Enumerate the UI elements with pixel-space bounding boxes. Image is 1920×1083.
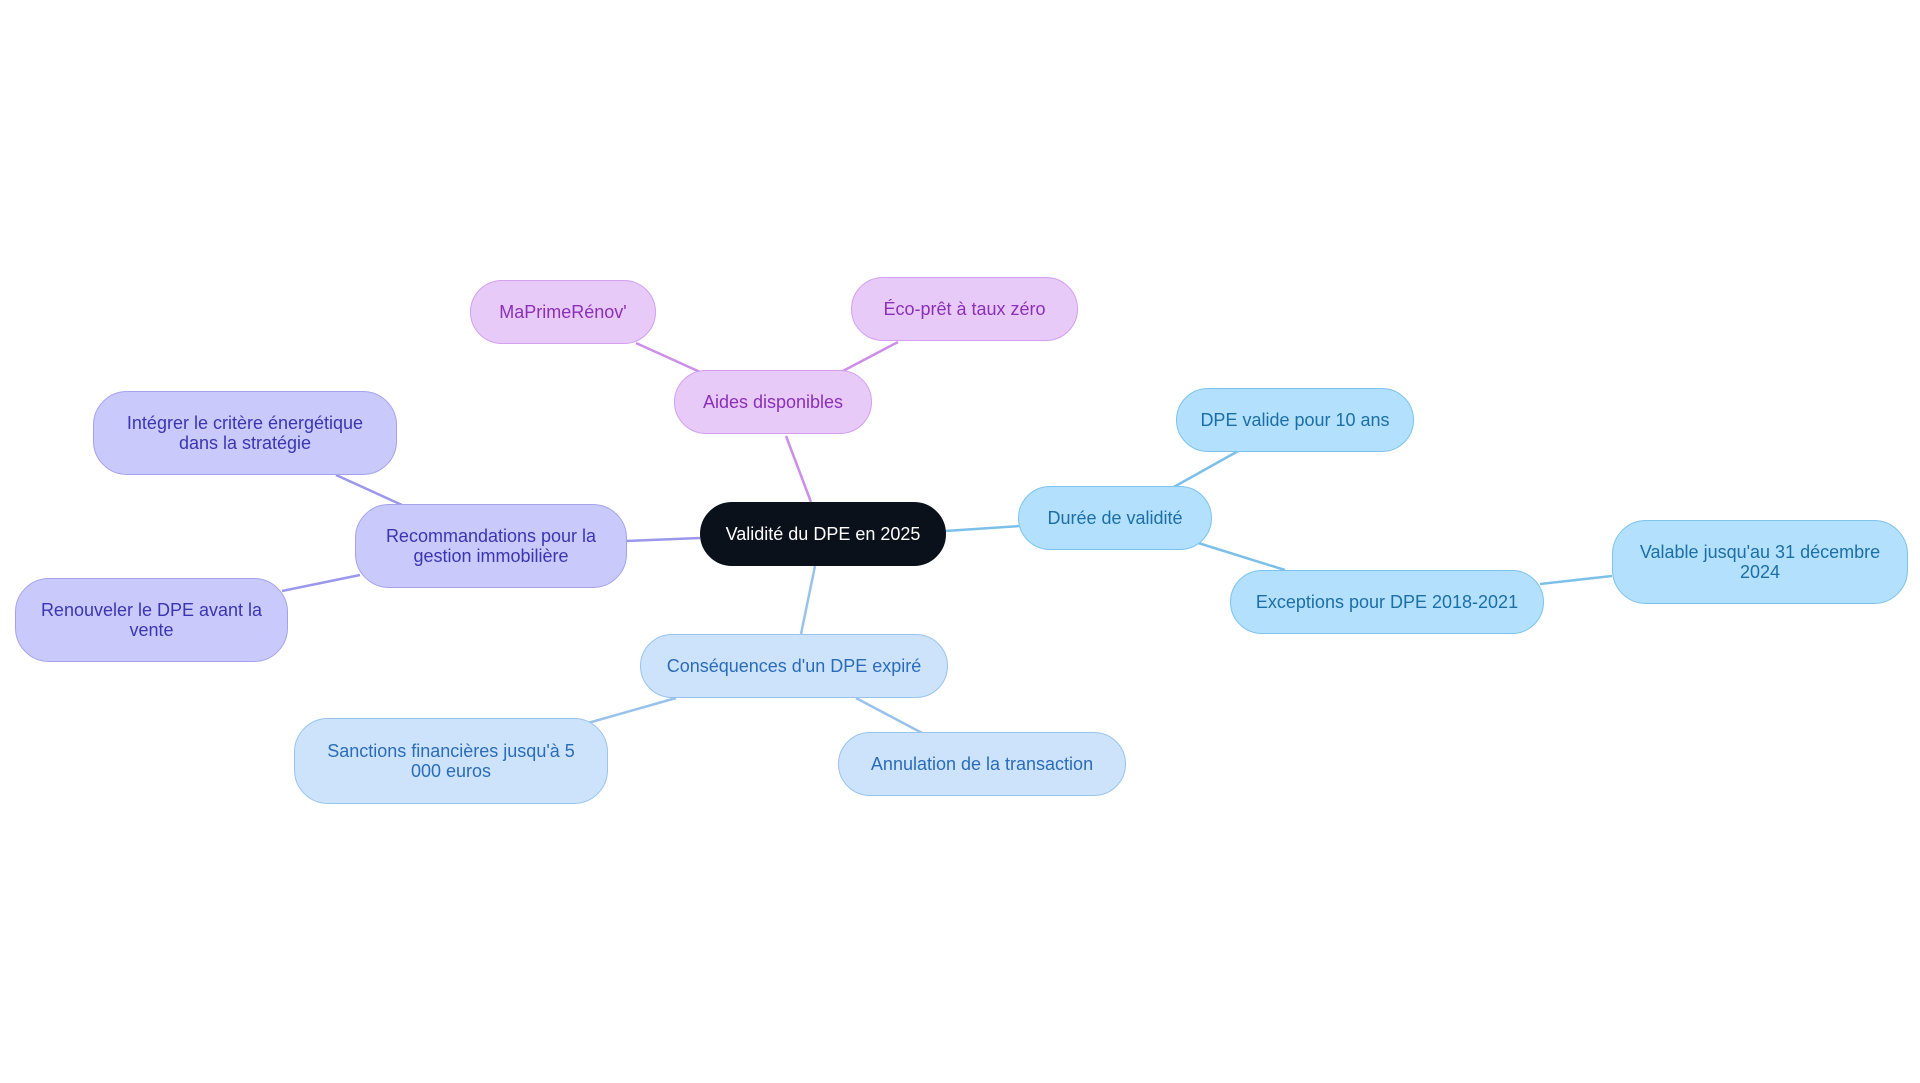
node-exceptions-dpe-2018-2021[interactable]: Exceptions pour DPE 2018-2021 (1230, 570, 1544, 634)
node-label: Éco-prêt à taux zéro (883, 299, 1046, 319)
edge-root-recommandations (625, 536, 701, 543)
edge-aides-maprimerenov (635, 341, 701, 374)
node-recommandations-gestion[interactable]: Recommandations pour la gestion immobili… (355, 504, 627, 588)
node-maprimerenov[interactable]: MaPrimeRénov' (470, 280, 656, 344)
edge-root-aides (784, 435, 813, 503)
edge-root-consequences (799, 565, 817, 635)
node-label: Durée de validité (1047, 508, 1183, 528)
node-integrer-critere-energetique[interactable]: Intégrer le critère énergétique dans la … (93, 391, 397, 475)
edge-root-duree (944, 524, 1021, 533)
edge-exceptions-valable2024 (1539, 574, 1613, 586)
node-label: Renouveler le DPE avant la vente (40, 600, 263, 640)
node-label: Intégrer le critère énergétique dans la … (126, 413, 364, 453)
node-renouveler-dpe[interactable]: Renouveler le DPE avant la vente (15, 578, 288, 662)
node-duree-de-validite[interactable]: Durée de validité (1018, 486, 1212, 550)
node-dpe-valide-10-ans[interactable]: DPE valide pour 10 ans (1176, 388, 1414, 452)
edge-recommandations-renouveler (281, 573, 361, 593)
node-label: Valable jusqu'au 31 décembre 2024 (1639, 542, 1881, 582)
root-node[interactable]: Validité du DPE en 2025 (700, 502, 946, 566)
node-label: Conséquences d'un DPE expiré (666, 656, 922, 676)
node-valable-31-decembre-2024[interactable]: Valable jusqu'au 31 décembre 2024 (1612, 520, 1908, 604)
node-sanctions-financieres[interactable]: Sanctions financières jusqu'à 5 000 euro… (294, 718, 608, 804)
node-annulation-transaction[interactable]: Annulation de la transaction (838, 732, 1126, 796)
node-label: Annulation de la transaction (870, 754, 1094, 774)
node-eco-pret-taux-zero[interactable]: Éco-prêt à taux zéro (851, 277, 1078, 341)
node-label: Recommandations pour la gestion immobili… (385, 526, 597, 566)
node-consequences-dpe-expire[interactable]: Conséquences d'un DPE expiré (640, 634, 948, 698)
edge-duree-valide10 (1171, 448, 1241, 490)
edge-aides-ecopret (840, 340, 899, 374)
node-label: Exceptions pour DPE 2018-2021 (1255, 592, 1519, 612)
node-label: Sanctions financières jusqu'à 5 000 euro… (327, 741, 575, 781)
edge-duree-exceptions (1194, 540, 1286, 572)
edge-recommandations-integrer (335, 473, 403, 507)
node-label: DPE valide pour 10 ans (1200, 410, 1390, 430)
edge-consequences-annulation (855, 696, 923, 735)
node-aides-disponibles[interactable]: Aides disponibles (674, 370, 872, 434)
node-label: Aides disponibles (702, 392, 844, 412)
node-label: MaPrimeRénov' (499, 302, 627, 322)
edge-consequences-sanctions (587, 696, 677, 725)
root-label: Validité du DPE en 2025 (725, 524, 921, 544)
